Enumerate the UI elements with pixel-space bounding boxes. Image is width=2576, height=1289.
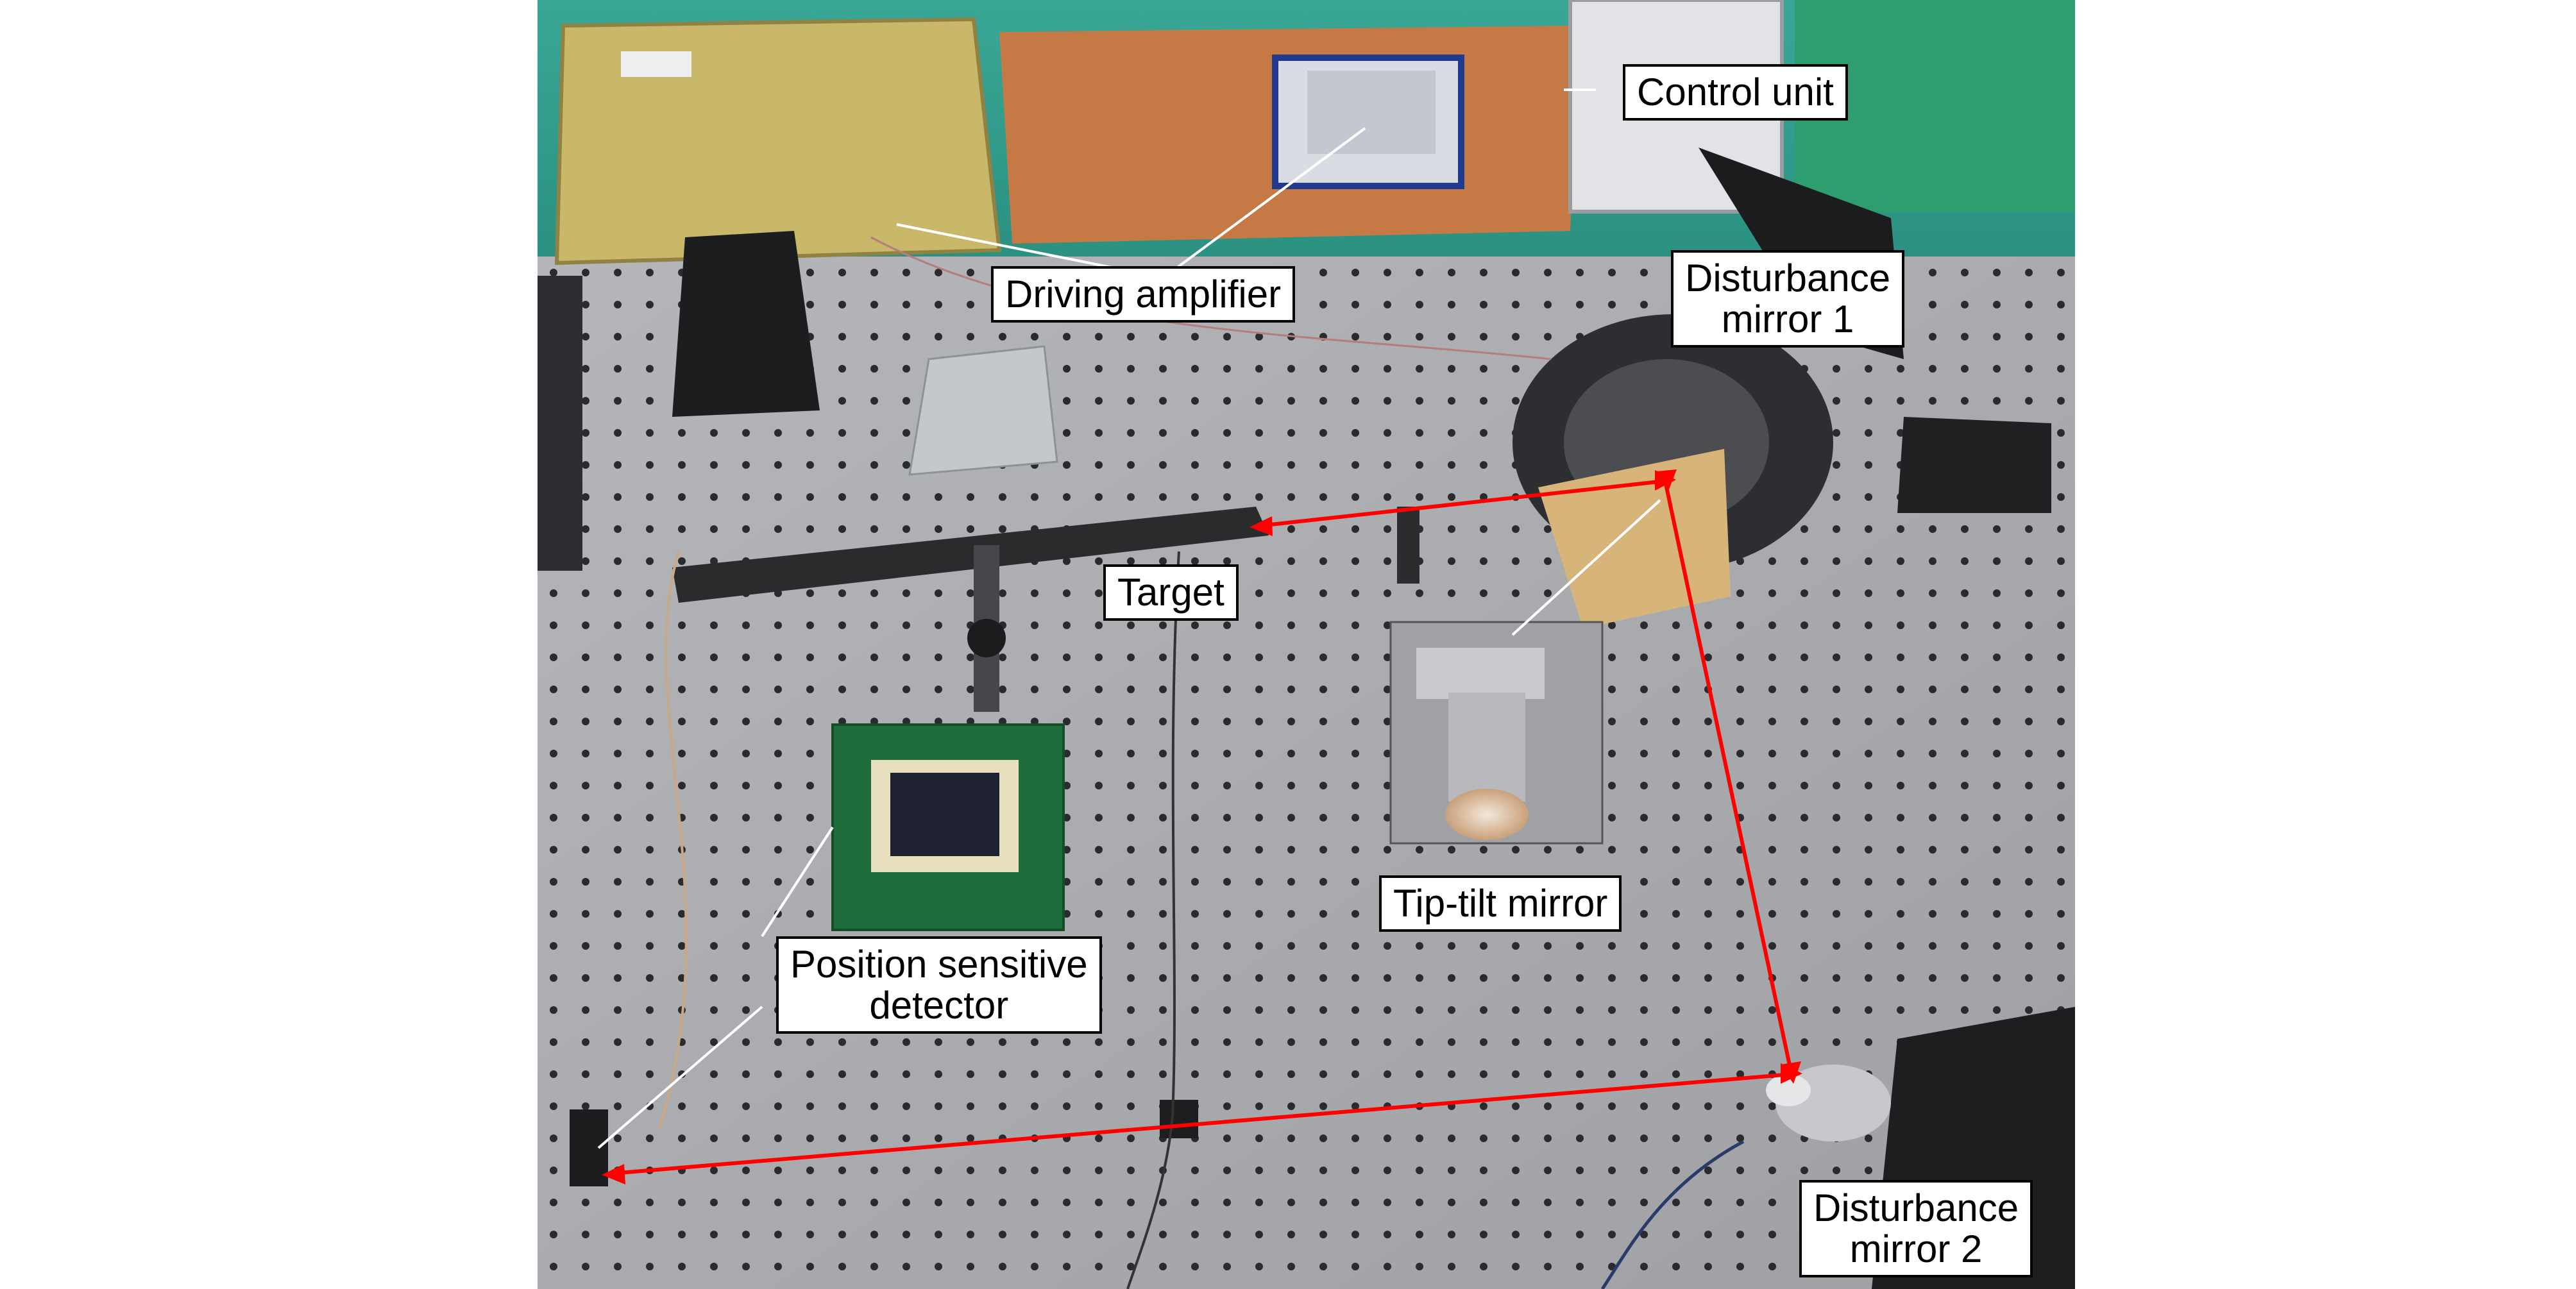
label-target-text: Target — [1117, 571, 1224, 614]
label-control-unit-text: Control unit — [1637, 71, 1834, 114]
target-knob — [967, 619, 1006, 657]
cable — [870, 236, 1552, 360]
label-psd-line2: detector — [869, 984, 1009, 1027]
arrowhead — [1657, 469, 1677, 493]
target-tube — [672, 507, 1269, 603]
label-position-sensitive-detector: Position sensitive detector — [776, 936, 1102, 1034]
label-tip-tilt-mirror: Tip-tilt mirror — [1379, 875, 1622, 932]
black-module — [672, 231, 820, 417]
arrowhead — [1250, 516, 1273, 536]
laser-beam-path — [611, 479, 1793, 1175]
leader-psd — [761, 826, 834, 938]
psd-mount — [570, 1109, 608, 1186]
power-supply-box — [554, 17, 1002, 265]
beam-segment — [1663, 480, 1793, 1075]
label-disturbance-mirror-2-line1: Disturbance — [1813, 1186, 2019, 1229]
psd-sensor-window — [890, 773, 999, 856]
label-target: Target — [1103, 564, 1239, 621]
right-black-unit — [1897, 417, 2051, 513]
bottom-holder — [1160, 1100, 1198, 1138]
cable — [658, 551, 688, 1129]
tip-tilt-mirror-barrel — [1448, 693, 1525, 802]
experimental-setup-photo — [538, 0, 2075, 1289]
cable — [1600, 1140, 1745, 1289]
beam-arrowheads — [602, 469, 1802, 1184]
label-driving-amplifier-text: Driving amplifier — [1005, 273, 1282, 316]
acrylic-plate — [908, 345, 1058, 476]
cable — [1126, 551, 1180, 1289]
target-holder — [1397, 507, 1419, 584]
label-tip-tilt-mirror-text: Tip-tilt mirror — [1393, 882, 1608, 925]
arrowhead — [602, 1164, 625, 1184]
label-disturbance-mirror-2-line2: mirror 2 — [1849, 1227, 1983, 1270]
left-side-panel — [538, 276, 582, 571]
beam-segment — [611, 1072, 1792, 1175]
arrowhead — [1781, 1063, 1802, 1084]
leader-driving-amplifier — [1165, 127, 1366, 277]
leader-psd — [597, 1006, 763, 1149]
label-disturbance-mirror-1-line1: Disturbance — [1685, 257, 1891, 299]
leader-tip-tilt-mirror — [1511, 499, 1661, 636]
amplifier-front-panel — [1307, 71, 1436, 154]
label-disturbance-mirror-1-line2: mirror 1 — [1721, 298, 1854, 341]
tip-tilt-mirror-surface — [1445, 789, 1529, 840]
label-disturbance-mirror-2: Disturbance mirror 2 — [1799, 1180, 2033, 1277]
disturbance-mirror-2-cap — [1766, 1074, 1811, 1106]
label-driving-amplifier: Driving amplifier — [991, 266, 1296, 323]
power-supply-sticker — [621, 51, 691, 77]
label-disturbance-mirror-1: Disturbance mirror 1 — [1671, 250, 1905, 348]
label-control-unit: Control unit — [1623, 64, 1848, 121]
beam-segment — [1258, 479, 1666, 528]
disturbance-mirror-1-base — [1538, 449, 1731, 628]
label-psd-line1: Position sensitive — [790, 943, 1088, 986]
tip-tilt-mirror-bracket — [1416, 648, 1545, 699]
